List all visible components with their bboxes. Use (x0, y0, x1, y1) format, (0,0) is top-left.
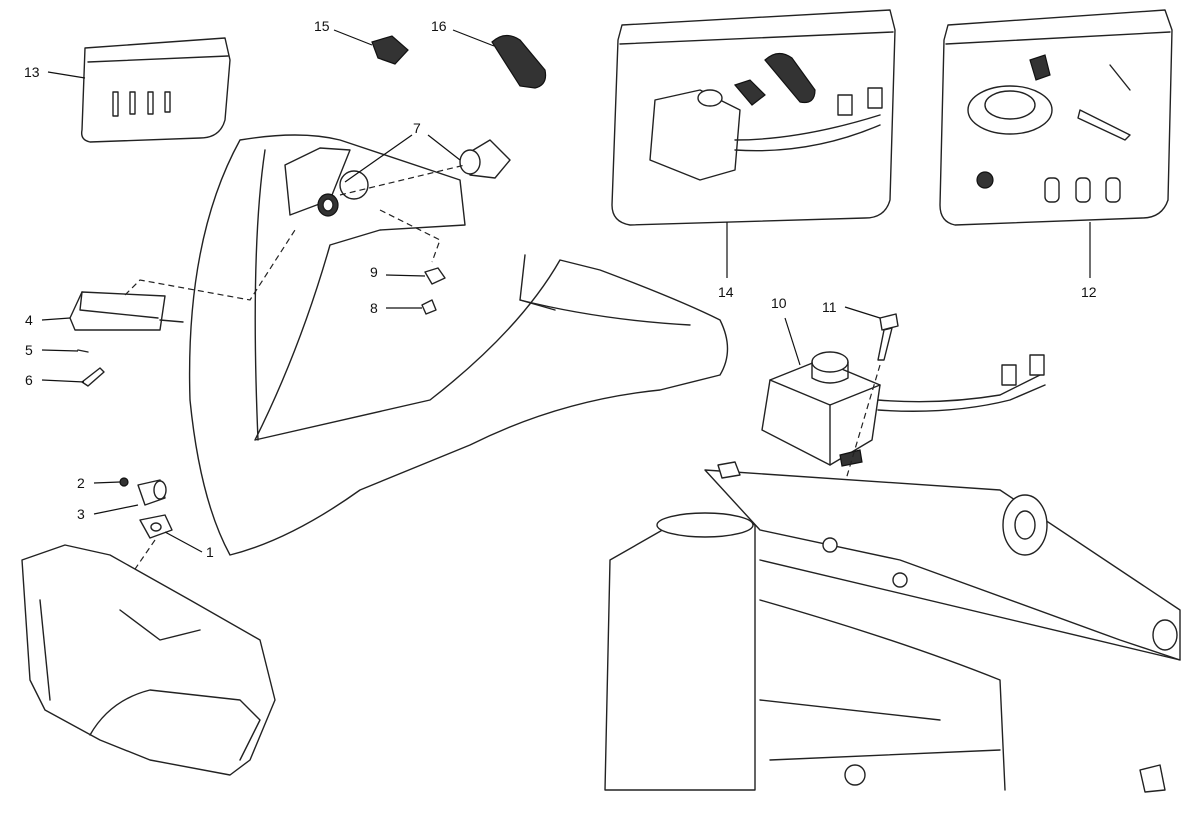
callout-8: 8 (370, 300, 378, 316)
part-8-screw (421, 299, 437, 315)
part-3-sensor (137, 479, 167, 506)
callout-4: 4 (25, 312, 33, 328)
part-15-key-blank (371, 35, 409, 65)
callout-5: 5 (25, 342, 33, 358)
callout-3: 3 (77, 506, 85, 522)
callout-15: 15 (314, 18, 330, 34)
part-11-bolt (877, 313, 899, 361)
callout-14: 14 (718, 284, 734, 300)
part-12-kit-bag (939, 9, 1173, 226)
callout-16: 16 (431, 18, 447, 34)
part-4-module (69, 291, 184, 331)
part-14-kit-bag (611, 9, 896, 226)
part-1-gasket (139, 514, 173, 539)
callout-7: 7 (413, 120, 421, 136)
part-13-kit-bag (80, 37, 231, 143)
callout-labels: 13 15 16 7 9 8 4 5 6 2 3 1 14 12 10 11 (24, 18, 1097, 560)
part-16-key (491, 34, 547, 89)
callout-12: 12 (1081, 284, 1097, 300)
leader-lines (41, 29, 1091, 553)
callout-1: 1 (206, 544, 214, 560)
part-2-screw (119, 477, 129, 487)
callout-6: 6 (25, 372, 33, 388)
part-5-washer (77, 349, 89, 353)
callout-2: 2 (77, 475, 85, 491)
part-6-screw (81, 367, 105, 387)
callout-10: 10 (771, 295, 787, 311)
frame (604, 461, 1181, 793)
part-7-ignition-lock (317, 139, 511, 217)
callout-11: 11 (822, 299, 837, 315)
callout-9: 9 (370, 264, 378, 280)
part-10-ignition-switch (761, 351, 1046, 467)
part-9-nut (424, 267, 446, 285)
fairing-body (188, 134, 729, 556)
lower-fairing-bracket (21, 544, 276, 776)
callout-13: 13 (24, 64, 40, 80)
